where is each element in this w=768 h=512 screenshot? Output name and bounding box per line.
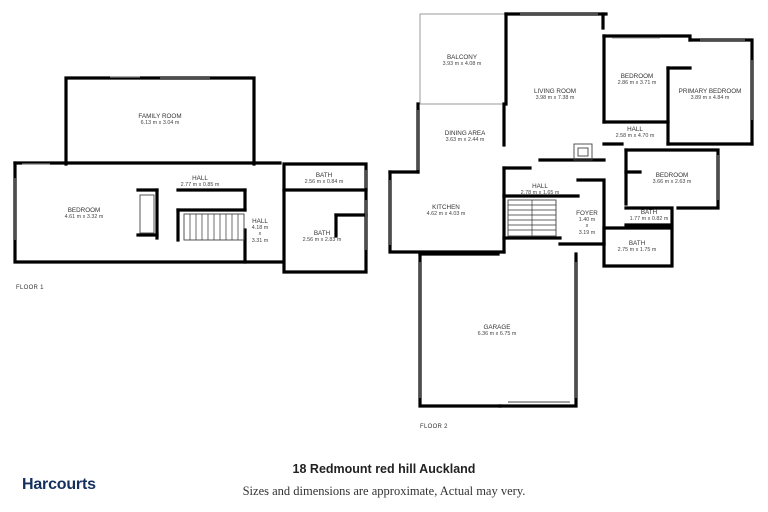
garage-name: GARAGE	[483, 324, 511, 331]
hall-f2-right-name: HALL	[627, 126, 643, 133]
foyer-dim2: 3.19 m	[578, 229, 596, 236]
bedroom-f2-a-name: BEDROOM	[620, 73, 654, 80]
floor-1-walls	[13, 76, 368, 274]
bedroom-f1-label: BEDROOM 4.61 m x 3.32 m	[65, 207, 104, 220]
foyer-dim1: 1.40 m	[578, 217, 596, 224]
balcony-name: BALCONY	[446, 54, 478, 61]
bedroom-f2-a-dim: 2.86 m x 3.71 m	[617, 80, 657, 87]
bath-f1-label: BATH 2.56 m x 2.83 m	[303, 230, 342, 243]
bedroom-f2-b-label: BEDROOM 3.66 m x 2.63 m	[653, 172, 692, 185]
family-room-name: FAMILY ROOM	[138, 113, 182, 120]
bath-small-f1-label: BATH 2.56 m x 0.84 m	[305, 172, 344, 185]
living-room-name: LIVING ROOM	[534, 88, 576, 95]
hall-f1-side-dim2: 3.31 m	[251, 237, 269, 244]
hall-f1-side-dim1: 4.18 m	[251, 225, 269, 232]
bedroom-f2-b-dim: 3.66 m x 2.63 m	[652, 179, 692, 186]
floor-1-label: FLOOR 1	[16, 285, 44, 291]
primary-bedroom-name: PRIMARY BEDROOM	[678, 88, 742, 95]
hall-f1-top-label: HALL 2.77 m x 0.85 m	[181, 175, 220, 188]
bath-f2-name: BATH	[628, 240, 646, 247]
living-room-dim: 3.98 m x 7.38 m	[535, 95, 575, 102]
foyer-x: x	[585, 223, 589, 230]
bath-f1-dim: 2.56 m x 2.83 m	[302, 237, 342, 244]
living-room-label: LIVING ROOM 3.98 m x 7.38 m	[534, 88, 576, 101]
bath-f2-dim: 2.75 m x 1.75 m	[617, 247, 657, 254]
hall-f2-label: HALL 2.78 m x 1.65 m	[521, 183, 560, 196]
balcony-dim: 3.93 m x 4.08 m	[442, 61, 482, 68]
primary-bedroom-dim: 3.89 m x 4.84 m	[690, 95, 730, 102]
dining-area-name: DINING AREA	[444, 130, 486, 137]
garage-label: GARAGE 6.36 m x 6.75 m	[478, 324, 517, 337]
hall-f2-dim: 2.78 m x 1.65 m	[520, 190, 560, 197]
bedroom-f2-a-label: BEDROOM 2.86 m x 3.71 m	[618, 73, 657, 86]
kitchen-label: KITCHEN 4.62 m x 4.03 m	[427, 204, 466, 217]
bath-f2-small-label: BATH 1.77 m x 0.82 m	[630, 209, 669, 222]
bath-f2-small-name: BATH	[640, 209, 658, 216]
hall-f2-name: HALL	[532, 183, 548, 190]
bath-f1-name: BATH	[313, 230, 331, 237]
foyer-name: FOYER	[576, 210, 598, 217]
floor-2-label: FLOOR 2	[420, 424, 448, 430]
hall-f1-side-name: HALL	[252, 218, 268, 225]
foyer-label: FOYER 1.40 m x 3.19 m	[576, 210, 598, 236]
family-room-dim: 6.13 m x 3.04 m	[140, 120, 180, 127]
bath-small-f1-name: BATH	[315, 172, 333, 179]
harcourts-logo: Harcourts	[22, 476, 96, 493]
bedroom-f1-dim: 4.61 m x 3.32 m	[64, 214, 104, 221]
primary-bedroom-label: PRIMARY BEDROOM 3.89 m x 4.84 m	[679, 88, 742, 101]
floor-2-walls	[388, 12, 754, 408]
property-address: 18 Redmount red hill Auckland	[292, 462, 476, 476]
hall-f1-top-name: HALL	[192, 175, 208, 182]
hall-f1-side-x: x	[258, 231, 262, 238]
family-room-label: FAMILY ROOM 6.13 m x 3.04 m	[138, 113, 181, 126]
bedroom-f2-b-name: BEDROOM	[655, 172, 689, 179]
bath-f2-label: BATH 2.75 m x 1.75 m	[618, 240, 657, 253]
bath-f2-small-dim: 1.77 m x 0.82 m	[629, 216, 669, 223]
bedroom-f1-name: BEDROOM	[67, 207, 101, 214]
hall-f2-right-dim: 2.58 m x 4.70 m	[615, 133, 655, 140]
hall-f1-side-label: HALL 4.18 m x 3.31 m	[252, 218, 268, 244]
dimensions-disclaimer: Sizes and dimensions are approximate, Ac…	[242, 484, 526, 498]
dining-area-dim: 3.63 m x 2.44 m	[445, 137, 485, 144]
hall-f1-top-dim: 2.77 m x 0.85 m	[180, 182, 220, 189]
dining-area-label: DINING AREA 3.63 m x 2.44 m	[445, 130, 486, 143]
hall-f2-right-label: HALL 2.58 m x 4.70 m	[616, 126, 655, 139]
garage-dim: 6.36 m x 6.75 m	[477, 331, 517, 338]
kitchen-dim: 4.62 m x 4.03 m	[426, 211, 466, 218]
kitchen-name: KITCHEN	[432, 204, 460, 211]
bath-small-f1-dim: 2.56 m x 0.84 m	[304, 179, 344, 186]
balcony-label: BALCONY 3.93 m x 4.08 m	[443, 54, 482, 67]
